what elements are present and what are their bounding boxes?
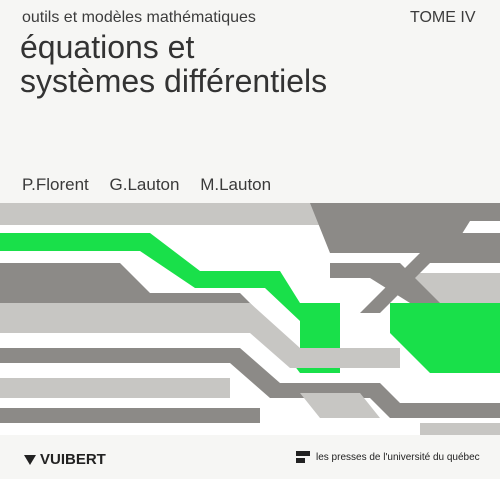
publisher-vuibert: VUIBERT [24,451,106,468]
authors: P.Florent G.Lauton M.Lauton [22,175,285,195]
publisher-puq: les presses de l'université du québec [296,451,480,463]
publisher-left-label: VUIBERT [40,451,106,468]
book-title: équations et systèmes différentiels [20,30,490,98]
band-light-bottom-right [300,393,380,418]
band-dark-right [330,263,440,303]
band-green-right [390,303,500,373]
title-line-1: équations et [20,29,195,65]
series-title: outils et modèles mathématiques [22,9,256,26]
band-light-lower [0,303,400,368]
title-line-2: systèmes différentiels [20,63,328,99]
band-dark-bottom [0,408,260,423]
band-light-bottom [0,378,230,398]
band-dark-diagonal [360,233,500,313]
author-1: P.Florent [22,175,89,194]
band-light-far-right [420,423,500,435]
puq-icon [296,451,310,463]
author-3: M.Lauton [200,175,272,194]
band-dark-lower [0,348,500,418]
cover-artwork [0,203,500,435]
publisher-right-label: les presses de l'université du québec [316,451,480,463]
author-2: G.Lauton [109,175,180,194]
v-triangle-icon [24,454,36,465]
tome-label: TOME IV [410,9,476,26]
band-light-top [0,203,320,225]
